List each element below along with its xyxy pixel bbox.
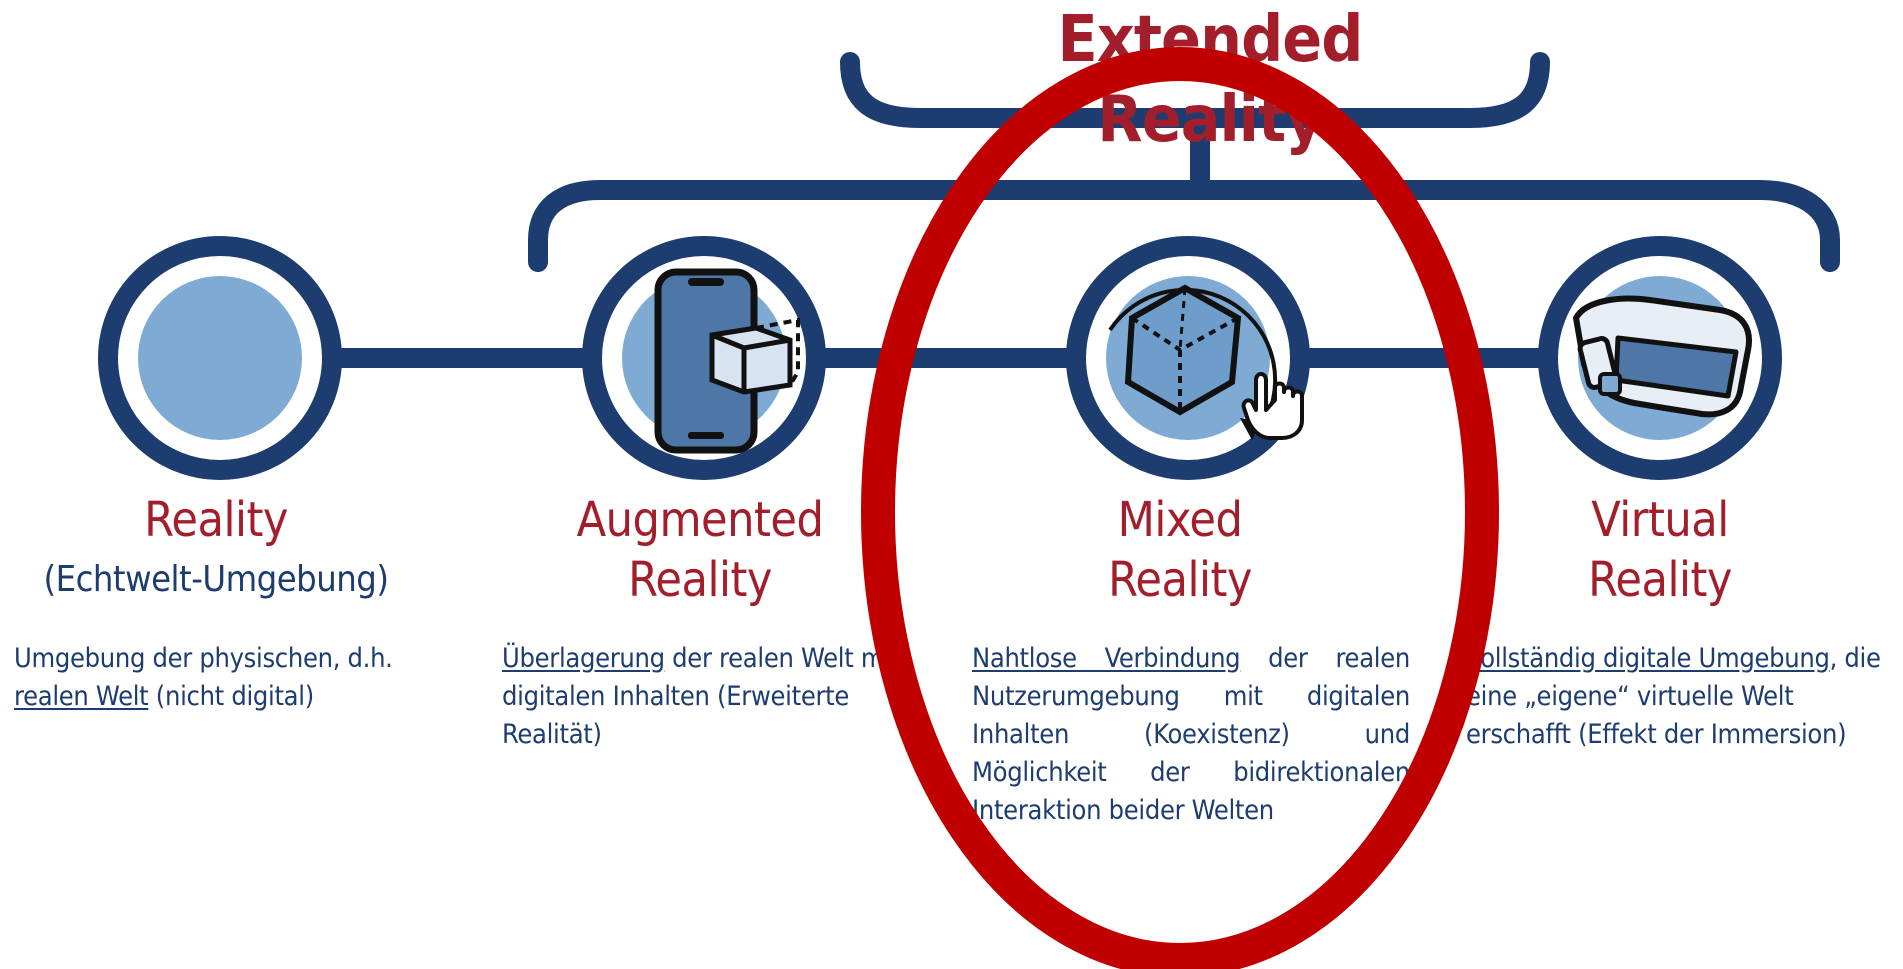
node-reality (98, 236, 342, 480)
description-keyword: Überlagerung (502, 643, 665, 674)
stage-title-line2: Reality (1108, 552, 1252, 608)
stage-label-virtual-reality: Virtual Reality (1480, 490, 1840, 610)
description-text: , die eine „eigene“ virtuelle Welt ersch… (1466, 643, 1881, 750)
node-mixed-reality (1066, 236, 1310, 480)
stage-title-line1: Mixed (1117, 492, 1243, 548)
stage-title-line2: Reality (1588, 552, 1732, 608)
stage-title-line1: Virtual (1591, 492, 1729, 548)
description-text: Umgebung der physischen, d.h. (14, 643, 393, 674)
stage-description-augmented-reality: Überlagerung der realen Welt mit digital… (502, 640, 922, 754)
description-keyword: Nahtlose Verbindung (972, 643, 1241, 674)
stage-title-line1: Augmented (576, 492, 824, 548)
stage-title-reality: Reality (144, 492, 288, 548)
stage-description-virtual-reality: Vollständig digitale Umgebung, die eine … (1466, 640, 1896, 754)
stage-description-reality: Umgebung der physischen, d.h. realen Wel… (14, 640, 454, 716)
description-keyword: Vollständig digitale Umgebung (1466, 643, 1830, 674)
empty-circle-icon (138, 276, 302, 440)
stage-label-mixed-reality: Mixed Reality (1000, 490, 1360, 610)
node-augmented-reality (582, 236, 826, 480)
description-keyword: realen Welt (14, 681, 149, 712)
stage-subtitle-reality: (Echtwelt-Umgebung) (43, 559, 389, 600)
page-title: Extended Reality (1057, 3, 1363, 157)
stage-label-reality: Reality (Echtwelt-Umgebung) (0, 490, 432, 610)
stage-label-augmented-reality: Augmented Reality (520, 490, 880, 610)
description-text: (nicht digital) (148, 681, 314, 712)
vr-headset-icon (1573, 295, 1752, 418)
node-virtual-reality (1538, 236, 1782, 480)
smartphone-cube-icon (654, 268, 800, 454)
stage-description-mixed-reality: Nahtlose Verbindung der realen Nutzerumg… (972, 640, 1410, 830)
stage-title-line2: Reality (628, 552, 772, 608)
